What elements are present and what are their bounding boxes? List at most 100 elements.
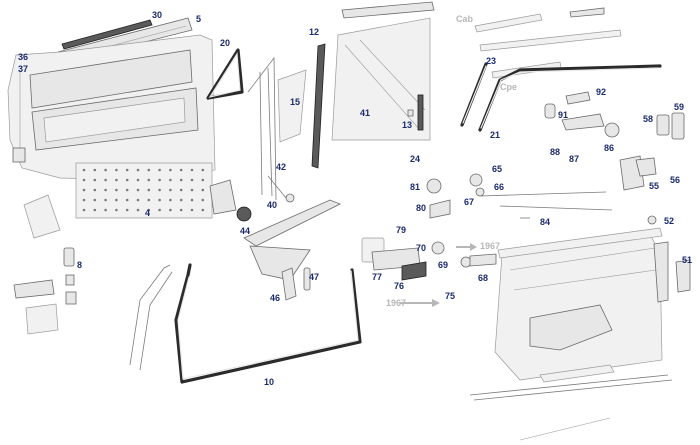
card-hole <box>93 188 97 192</box>
control-rods <box>479 191 613 219</box>
year-arrow-right <box>456 243 477 251</box>
vent-window <box>247 56 307 201</box>
callout-87: 87 <box>569 154 579 164</box>
callout-92: 92 <box>596 87 606 97</box>
card-hole <box>190 198 194 202</box>
card-hole <box>179 178 183 182</box>
callout-37: 37 <box>18 64 28 74</box>
card-hole <box>158 168 161 172</box>
card-hole <box>93 198 97 202</box>
card-hole <box>125 198 129 202</box>
card-hole <box>115 168 118 172</box>
division-bar-12 <box>311 43 326 169</box>
card-hole <box>104 178 107 182</box>
callout-51: 51 <box>682 255 692 265</box>
card-hole <box>147 208 151 212</box>
callout-59: 59 <box>674 102 684 112</box>
card-hole <box>190 168 194 172</box>
callout-23: 23 <box>486 56 496 66</box>
callout-12: 12 <box>309 27 319 37</box>
small-clips <box>281 267 311 301</box>
card-hole <box>115 198 118 202</box>
callout-42: 42 <box>276 162 286 172</box>
callout-40: 40 <box>267 200 277 210</box>
door-glass <box>331 1 435 141</box>
glass-channel <box>407 94 424 131</box>
card-hole <box>104 188 107 192</box>
card-hole <box>147 188 151 192</box>
callout-56: 56 <box>670 175 680 185</box>
card-hole <box>169 198 172 202</box>
callout-91: 91 <box>558 110 568 120</box>
callout-76: 76 <box>394 281 404 291</box>
card-hole <box>115 188 118 192</box>
card-hole <box>179 168 183 172</box>
callout-80: 80 <box>416 203 426 213</box>
card-hole <box>169 188 172 192</box>
callout-65: 65 <box>492 164 502 174</box>
card-hole <box>158 188 161 192</box>
door-handle-hardware <box>544 91 685 191</box>
callout-20: 20 <box>220 38 230 48</box>
card-hole <box>201 198 205 202</box>
card-hole <box>82 198 86 202</box>
weatherstrip-10 <box>129 263 362 384</box>
callout-88: 88 <box>550 147 560 157</box>
card-hole <box>125 178 129 182</box>
card-hole <box>125 188 129 192</box>
card-hole <box>115 208 118 212</box>
card-hole <box>104 208 107 212</box>
callout-79: 79 <box>396 225 406 235</box>
card-hole <box>104 168 107 172</box>
card-hole <box>82 208 86 212</box>
callout-55: 55 <box>649 181 659 191</box>
card-hole <box>201 208 205 212</box>
card-hole <box>158 208 161 212</box>
card-hole <box>136 178 140 182</box>
card-hole <box>147 168 151 172</box>
inner-handles <box>361 237 497 281</box>
card-hole <box>93 208 97 212</box>
callout-84: 84 <box>540 217 550 227</box>
callout-47: 47 <box>309 272 319 282</box>
card-hole <box>125 208 129 212</box>
card-hole <box>93 178 97 182</box>
card-hole <box>169 178 172 182</box>
card-hole <box>201 168 205 172</box>
card-hole <box>147 178 151 182</box>
callout-10: 10 <box>264 377 274 387</box>
card-hole <box>136 198 140 202</box>
callout-66: 66 <box>494 182 504 192</box>
callout-70: 70 <box>416 243 426 253</box>
callout-24: 24 <box>410 154 420 164</box>
callout-15: 15 <box>290 97 300 107</box>
card-hole <box>104 198 107 202</box>
lower-left-brackets <box>13 194 77 335</box>
card-hole <box>125 168 129 172</box>
card-hole <box>179 198 183 202</box>
tag-year-left: 1967 <box>386 298 406 308</box>
callout-77: 77 <box>372 272 382 282</box>
card-hole <box>201 188 205 192</box>
callout-52: 52 <box>664 216 674 226</box>
callout-81: 81 <box>410 182 420 192</box>
card-hole <box>190 188 194 192</box>
tag-year-right: 1967 <box>480 241 500 251</box>
card-hole <box>190 178 194 182</box>
callout-67: 67 <box>464 197 474 207</box>
callout-21: 21 <box>490 130 500 140</box>
card-hole <box>82 188 86 192</box>
callout-75: 75 <box>445 291 455 301</box>
callout-4: 4 <box>145 208 150 218</box>
inner-door-panel <box>7 34 216 181</box>
lock-cylinders <box>426 173 485 219</box>
door-card-4 <box>75 162 213 219</box>
card-hole <box>115 178 118 182</box>
card-hole <box>179 188 183 192</box>
card-hole <box>158 198 161 202</box>
window-regulator <box>209 175 341 281</box>
roof-rails <box>460 7 662 132</box>
vent-frame-20 <box>206 48 244 100</box>
